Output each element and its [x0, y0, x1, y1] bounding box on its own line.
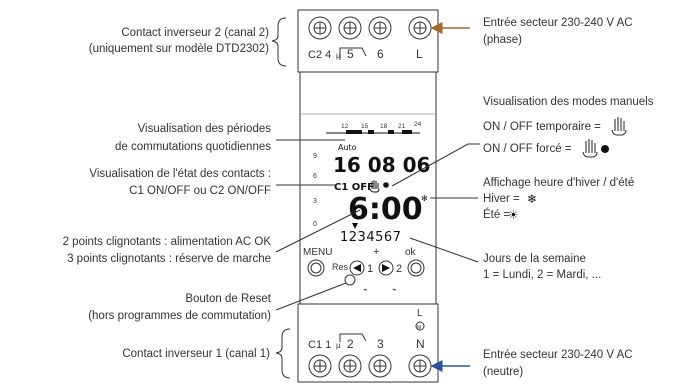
lcd-time: 6:00 — [348, 192, 423, 227]
lcd-date: 16 08 06 — [333, 153, 430, 177]
channel-1-icon: ⌁ — [363, 285, 368, 294]
dots-label-line2: 3 points clignotants : réserve de marche — [67, 253, 271, 265]
left-annotations: Contact inverseur 2 (canal 2) (uniquemen… — [63, 17, 361, 379]
day-pointer-icon — [352, 223, 358, 229]
period-bar — [402, 130, 412, 134]
sun-icon: ☀ — [508, 208, 519, 222]
reset-label-line1: Bouton de Reset — [185, 293, 271, 305]
terminal-screw — [408, 354, 432, 378]
menu-button[interactable] — [307, 259, 325, 277]
menu-label: MENU — [303, 247, 332, 258]
bottom-l-label: L — [417, 308, 423, 319]
motor-label: M — [417, 325, 421, 331]
reset-button[interactable] — [344, 274, 356, 286]
bottom-terminal-block: L M C1 1 µ 2 3 N — [308, 308, 432, 378]
c1-brace — [275, 328, 291, 379]
left-arrow-icon — [353, 264, 361, 272]
periods-label-line1: Visualisation des périodes — [138, 123, 272, 135]
ok-button[interactable] — [407, 259, 425, 277]
left-tick: 3 — [313, 198, 317, 205]
right-annotations: Entrée secteur 230-240 V AC (phase) Visu… — [391, 17, 654, 378]
c2-label-line2: (uniquement sur modèle DTD2302) — [89, 43, 269, 55]
terminal-screw — [408, 16, 432, 40]
terminal-screw — [368, 354, 392, 378]
terminal-screw — [338, 16, 362, 40]
left-tick: 0 — [313, 221, 317, 228]
dots-label-line1: 2 points clignotants : alimentation AC O… — [63, 236, 272, 248]
mu-symbol: µ — [336, 341, 341, 350]
c2-label-line1: Contact inverseur 2 (canal 2) — [121, 27, 269, 39]
period-bar — [346, 130, 362, 134]
snowflake-icon: ❄ — [527, 192, 537, 206]
scale-tick: 18 — [380, 123, 388, 130]
manual-leader-line — [391, 143, 480, 187]
scale-tick: 15 — [361, 123, 369, 130]
button-panel: MENU Res 1 + 2 ok ⌁ ⌁ — [303, 246, 425, 294]
hand-icon — [611, 117, 627, 136]
terminal-screw — [338, 354, 362, 378]
motor-icon — [415, 321, 425, 331]
contact-switch-symbol — [339, 47, 367, 60]
scale-tick: 21 — [398, 123, 406, 130]
hand-icon — [369, 180, 380, 193]
reset-leader-line — [275, 282, 347, 311]
channel-2-icon: ⌁ — [392, 285, 397, 294]
days-leader-line — [409, 237, 479, 263]
periods-label-line2: de commutations quotidiennes — [115, 141, 271, 153]
terminal-label-2: 2 — [347, 337, 354, 351]
top-terminal-block: C2 4 µ 5 6 L — [308, 16, 432, 61]
terminal-label-6: 6 — [377, 47, 384, 61]
lcd-days: 1234567 — [340, 230, 401, 245]
forced-dot-icon — [383, 182, 389, 188]
dots-leader-line — [275, 209, 361, 253]
right-arrow-icon — [382, 264, 390, 272]
left-tick: 6 — [313, 173, 317, 180]
terminal-screw — [308, 16, 332, 40]
hand-icon — [582, 139, 598, 158]
phase-label-line1: Entrée secteur 230-240 V AC — [483, 17, 633, 29]
plus-label: + — [373, 246, 379, 258]
terminal-label-c2-4: C2 4 — [308, 49, 331, 61]
left-tick: 9 — [313, 153, 317, 160]
reset-label-line2: (hors programmes de commutation) — [88, 310, 271, 322]
c2-brace — [271, 17, 287, 67]
snowflake-icon: ✻ — [421, 194, 428, 203]
ok-label: ok — [405, 247, 417, 258]
button-1-label: 1 — [367, 263, 373, 275]
season-title: Affichage heure d'hiver / d'été — [483, 177, 634, 189]
contacts-label-line2: C1 ON/OFF ou C2 ON/OFF — [129, 185, 271, 197]
manual-title: Visualisation des modes manuels — [483, 96, 654, 108]
res-label: Res — [332, 262, 349, 272]
terminal-label-5: 5 — [347, 47, 354, 61]
mu-symbol: µ — [336, 51, 341, 60]
scale-tick: 12 — [341, 123, 349, 130]
terminal-label-n: N — [416, 337, 425, 351]
terminal-label-c1-1: C1 1 — [308, 339, 331, 351]
manual-temp-label: ON / OFF temporaire = — [483, 121, 601, 133]
days-label-line2: 1 = Lundi, 2 = Mardi, ... — [483, 269, 601, 281]
c1-label: Contact inverseur 1 (canal 1) — [122, 348, 270, 360]
scale-tick: 24 — [414, 121, 422, 128]
terminal-label-3: 3 — [377, 337, 384, 351]
forced-dot-icon — [601, 145, 609, 153]
neutral-label-line1: Entrée secteur 230-240 V AC — [483, 349, 633, 361]
lcd-display: 12 15 18 21 24 9 6 3 0 Auto 16 08 06 C1 … — [313, 121, 430, 245]
auto-indicator: Auto — [338, 143, 357, 152]
days-label-line1: Jours de la semaine — [483, 253, 586, 265]
manual-forced-label: ON / OFF forcé = — [483, 143, 572, 155]
contact-switch-symbol — [339, 333, 367, 342]
period-bar — [388, 130, 394, 134]
button-2-label: 2 — [396, 263, 402, 275]
winter-label: Hiver = — [483, 193, 520, 205]
terminal-label-l: L — [416, 47, 423, 61]
phase-label-line2: (phase) — [483, 34, 522, 46]
period-bar — [368, 130, 374, 134]
neutral-label-line2: (neutre) — [483, 366, 523, 378]
summer-label: Été = — [483, 208, 510, 221]
lcd-contact-status: C1 OFF — [334, 182, 374, 193]
terminal-screw — [368, 16, 392, 40]
terminal-screw — [308, 354, 332, 378]
contacts-label-line1: Visualisation de l'état des contacts : — [89, 168, 271, 180]
